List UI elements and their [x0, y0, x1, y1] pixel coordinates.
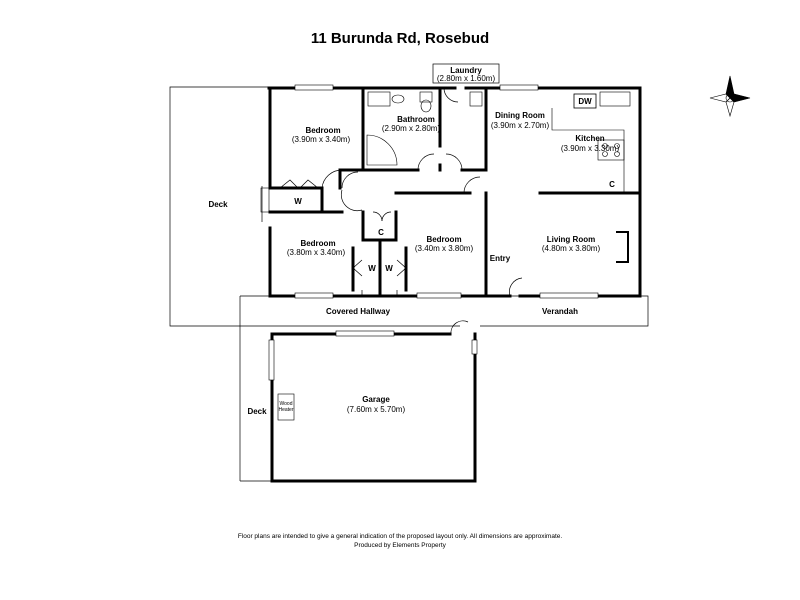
garage-label: Garage [362, 395, 390, 404]
laundry-tub [469, 91, 483, 107]
compass-rose [709, 75, 751, 118]
kitchen-sink [599, 91, 631, 107]
wardrobe-label-1: W [294, 197, 302, 206]
dishwasher-box [573, 93, 597, 109]
toilet-cistern [419, 91, 433, 103]
kitchen-dims: (3.90m x 3.30m) [561, 144, 620, 153]
cooktop [597, 139, 625, 161]
fixtures [260, 91, 631, 421]
wardrobe-label-2: W [368, 264, 376, 273]
bedroom1-label: Bedroom [305, 126, 340, 135]
wood-heater-label-1: Wood [280, 401, 293, 407]
page-title: 11 Burunda Rd, Rosebud [310, 30, 490, 47]
door-swings [279, 87, 523, 335]
dishwasher-label: DW [578, 97, 592, 106]
dining-dims: (3.90m x 2.70m) [491, 121, 550, 130]
vanity [367, 91, 391, 107]
footer-credit: Produced by Elements Property [354, 542, 446, 549]
outline-lines [169, 63, 649, 482]
garage-dims: (7.60m x 5.70m) [347, 405, 406, 414]
kitchen-bench [551, 108, 625, 192]
living-dims: (4.80m x 3.80m) [542, 244, 601, 253]
fireplace [616, 231, 629, 263]
corner-bath [366, 134, 398, 166]
verandah-label: Verandah [542, 307, 578, 316]
bathroom-dims: (2.90m x 2.80m) [382, 124, 441, 133]
kitchen-label: Kitchen [575, 134, 604, 143]
entry-label: Entry [490, 254, 511, 263]
wood-heater-box [277, 393, 295, 421]
wood-heater-label-2: Heater [278, 407, 293, 413]
living-label: Living Room [547, 235, 595, 244]
deck-left-label: Deck [208, 200, 228, 209]
bedroom2-dims: (3.80m x 3.40m) [287, 248, 346, 257]
bathroom-label: Bathroom [397, 115, 435, 124]
cupboard-label-2: C [609, 180, 615, 189]
deck-garage-label: Deck [247, 407, 267, 416]
bbq [260, 187, 270, 213]
laundry-dims: (2.80m x 1.60m) [437, 74, 496, 83]
dining-label: Dining Room [495, 111, 545, 120]
wardrobe-label-3: W [385, 264, 393, 273]
covered-hallway-label: Covered Hallway [326, 307, 391, 316]
toilet-bowl [420, 99, 432, 113]
bedroom3-dims: (3.40m x 3.80m) [415, 244, 474, 253]
laundry-outline [432, 63, 500, 84]
verandah-outline [240, 295, 649, 327]
bedroom1-dims: (3.90m x 3.40m) [292, 135, 351, 144]
bedroom2-label: Bedroom [300, 239, 335, 248]
bedroom3-label: Bedroom [426, 235, 461, 244]
cupboard-label-1: C [378, 228, 384, 237]
laundry-label: Laundry [450, 66, 482, 75]
basin [391, 94, 405, 104]
footer-disclaimer: Floor plans are intended to give a gener… [237, 533, 563, 540]
windows [268, 84, 599, 381]
deck-left-outline [169, 86, 269, 327]
